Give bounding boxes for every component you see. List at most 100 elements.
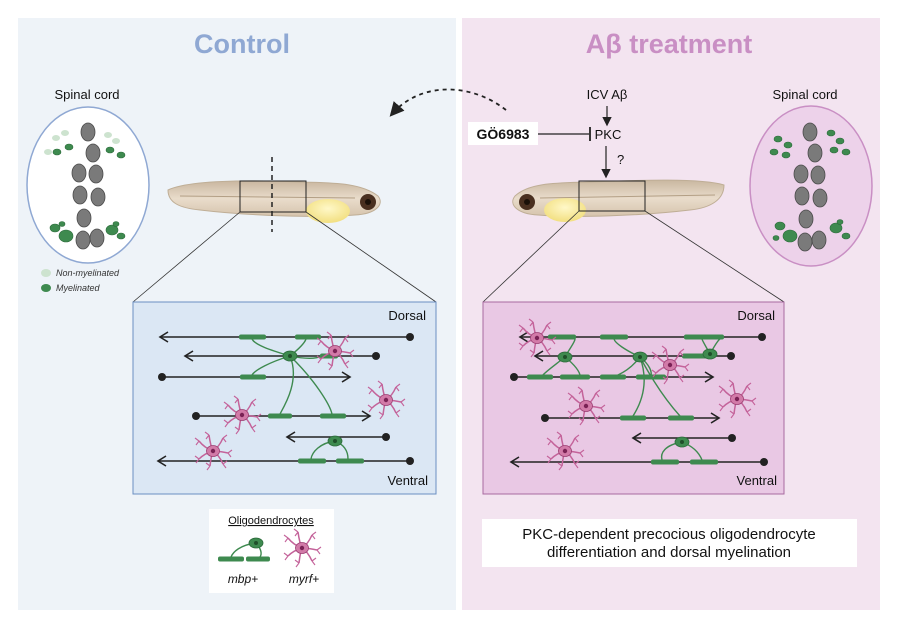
- myrf-branch: [256, 413, 262, 422]
- myrf-branch: [567, 410, 573, 419]
- myrf-nucleus: [583, 403, 589, 409]
- inhibitor-label: GÖ6983: [477, 126, 530, 142]
- control-spinal-cord-label: Spinal cord: [54, 87, 119, 102]
- myrf-branch: [223, 401, 229, 410]
- myrf-branch: [293, 528, 299, 537]
- axon-terminal: [510, 373, 518, 381]
- myrf-branch: [194, 455, 200, 464]
- myrf-branch: [661, 345, 667, 354]
- myrf-branch: [595, 415, 601, 424]
- dashed-curved-arrow: [389, 88, 507, 117]
- treatment-zoom-box: [578, 180, 646, 212]
- myrf-branch: [718, 385, 724, 394]
- myrf-branch: [327, 362, 333, 371]
- axon-fork: [710, 412, 721, 424]
- mbp-nucleus: [563, 355, 567, 359]
- myrf-branch: [395, 409, 401, 418]
- myrf-branch: [684, 363, 690, 372]
- myrf-branch: [546, 455, 552, 464]
- control-zoom-line-left: [132, 211, 241, 303]
- myrf-branch: [367, 404, 373, 413]
- myrf-branch: [222, 434, 228, 443]
- myrf-branch: [400, 398, 406, 407]
- axon-terminal: [728, 434, 736, 442]
- myelin-sheath: [600, 374, 626, 380]
- myelin-sheath: [246, 556, 270, 562]
- mbp-nucleus: [708, 352, 712, 356]
- myrf-nucleus: [239, 412, 245, 418]
- non-myelinated-legend-label: Non-myelinated: [56, 268, 120, 278]
- myrf-branch: [574, 434, 580, 443]
- unknown-mechanism-label: ?: [617, 152, 624, 167]
- myrf-branch: [378, 411, 384, 420]
- control-dorsal-label: Dorsal: [388, 308, 426, 323]
- myelin-sheath: [240, 374, 266, 380]
- axon-fork: [518, 331, 529, 343]
- mbp-nucleus: [254, 541, 258, 545]
- axon-fork: [704, 371, 715, 383]
- myrf-branch: [579, 449, 585, 458]
- myelin-sheath: [527, 374, 553, 380]
- myelin-process: [289, 355, 333, 415]
- myrf-branch: [551, 336, 557, 345]
- control-zoom-box: [239, 180, 307, 213]
- myrf-branch: [595, 389, 601, 398]
- control-zebrafish: [167, 180, 381, 223]
- myelin-sheath: [268, 413, 292, 419]
- conclusion-line-2: differentiation and dorsal myelination: [547, 544, 791, 561]
- control-cell-group: [194, 331, 406, 471]
- myelin-sheath: [548, 334, 576, 340]
- control-non-myelinated-dots: [44, 130, 120, 155]
- myrf-branch: [283, 552, 289, 561]
- myrf-branch: [316, 546, 322, 555]
- myelin-process: [632, 356, 645, 417]
- treatment-spinal-cord: [749, 105, 873, 267]
- myrf-branch: [344, 360, 350, 369]
- axon-terminal: [406, 457, 414, 465]
- myelin-sheath: [620, 415, 646, 421]
- axon-fork: [285, 431, 296, 443]
- myelinated-legend-label: Myelinated: [56, 283, 101, 293]
- axon-terminal: [760, 458, 768, 466]
- myelin-sheath: [295, 334, 321, 340]
- pkc-label: PKC: [595, 127, 622, 142]
- control-yolk-sac: [306, 199, 350, 223]
- myrf-nucleus: [734, 396, 740, 402]
- conclusion-box: [482, 519, 857, 567]
- myrf-branch: [679, 348, 685, 357]
- axon-fork: [156, 455, 167, 467]
- control-ventral-label: Ventral: [388, 473, 429, 488]
- myrf-branch: [529, 349, 535, 358]
- control-myelinated-dots: [49, 143, 126, 243]
- myrf-nucleus: [210, 448, 216, 454]
- myrf-branch: [567, 392, 573, 401]
- treatment-ventral-label: Ventral: [737, 473, 778, 488]
- myrf-branch: [367, 386, 373, 395]
- myrf-branch: [651, 369, 657, 378]
- myrf-branch: [234, 426, 240, 435]
- myrf-branch: [546, 347, 552, 356]
- myrf-branch: [223, 419, 229, 428]
- myrf-branch: [251, 398, 257, 407]
- axon-fork: [183, 350, 194, 362]
- myrf-branch: [746, 382, 752, 391]
- myrf-branch: [251, 424, 257, 433]
- axon-fork: [158, 331, 169, 343]
- myrf-branch: [556, 431, 562, 440]
- treatment-spinal-cord-label: Spinal cord: [772, 87, 837, 102]
- mbp-nucleus: [288, 354, 292, 358]
- myrf-branch: [728, 379, 734, 388]
- myelin-sheath: [320, 413, 346, 419]
- myelin-sheath: [668, 415, 694, 421]
- myrf-branch: [377, 380, 383, 389]
- myrf-nucleus: [299, 545, 305, 551]
- myrf-branch: [194, 437, 200, 446]
- myrf-branch: [222, 460, 228, 469]
- myrf-branch: [718, 403, 724, 412]
- myrf-branch: [662, 376, 668, 385]
- myrf-branch: [344, 334, 350, 343]
- treatment-zoom-line-left: [482, 210, 580, 303]
- myelin-sheath: [218, 556, 244, 562]
- axon-terminal: [158, 373, 166, 381]
